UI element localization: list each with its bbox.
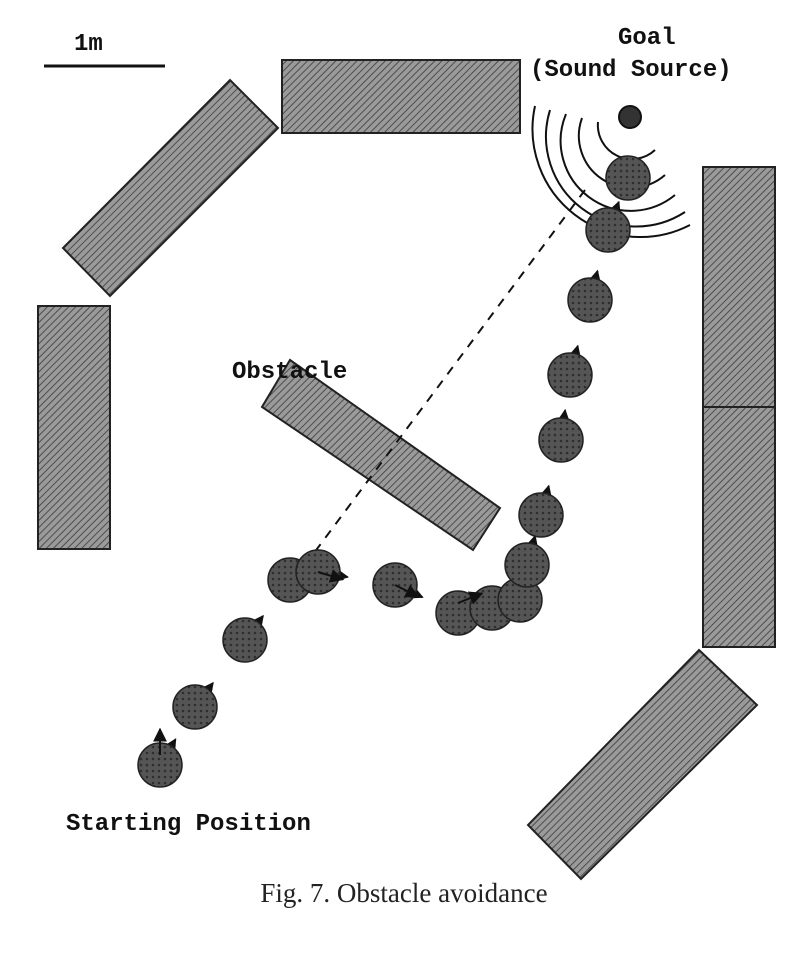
wall-right-upper [702,166,776,408]
wall-right-lower [702,406,776,648]
goal-sublabel: (Sound Source) [530,57,732,84]
wall-left [37,305,111,550]
robot-position [172,684,218,730]
goal-label: Goal [618,25,676,52]
obstacle-block [260,358,502,552]
robot-heading-arrow [317,569,345,583]
scale-label: 1m [74,31,103,58]
robot-position [222,617,268,663]
wall-top [281,59,521,134]
robot-position [567,277,613,323]
robot-position [585,207,631,253]
obstacle-label: Obstacle [232,359,347,386]
walls [37,59,776,881]
start-label: Starting Position [66,811,311,838]
robot-trajectory [137,155,651,788]
wall-top-left-diagonal [61,78,280,298]
sound-source-dot [618,105,642,129]
wall-bottom-right-diagonal [526,648,759,881]
robot-position [547,352,593,398]
robot-position [504,542,550,588]
robot-position [605,155,651,201]
figure-caption: Fig. 7. Obstacle avoidance [260,878,548,908]
robot-heading-arrow [394,584,420,598]
robot-heading-arrow [457,591,484,605]
scale-bar: 1m [44,31,165,68]
robot-position [518,492,564,538]
robot-position [538,417,584,463]
